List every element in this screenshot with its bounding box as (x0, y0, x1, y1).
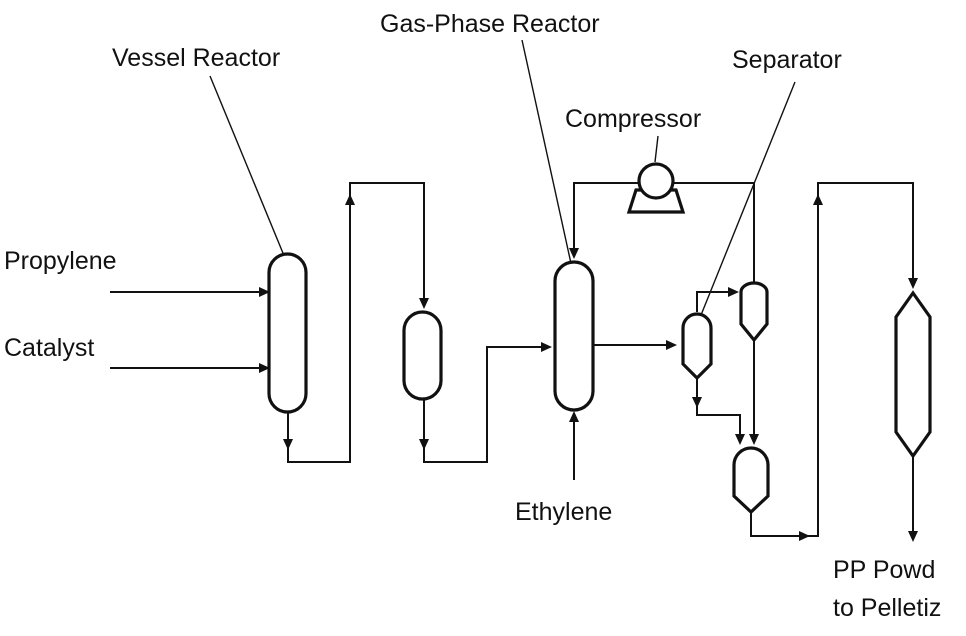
cyclone-down-arrow (749, 434, 759, 445)
cyclone-inlet-arrow (728, 287, 739, 297)
purge-vessel (894, 290, 932, 459)
gas-phase-reactor-label: Gas-Phase Reactor (380, 10, 600, 38)
product-label-line2: to Pelletiz (833, 594, 942, 622)
purge-inlet-arrow (908, 278, 918, 289)
gas-phase-reactor (553, 260, 595, 412)
compressor-body (637, 162, 675, 200)
cyclone-vessel (739, 281, 769, 343)
gas-reactor-inlet-arrow (541, 342, 552, 352)
hopper-inlet-arrow (735, 434, 745, 445)
separator-label: Separator (732, 46, 842, 74)
vessel-reactor-leader (209, 75, 286, 259)
hopper-vessel (732, 446, 770, 515)
gas-phase-reactor-leader (521, 39, 573, 269)
separator-bottom-line (696, 378, 741, 438)
separator-down-arrow (692, 397, 702, 408)
product-outlet-arrow (908, 531, 918, 542)
catalyst-feed-arrow (259, 363, 270, 373)
reactor2-inlet-arrow (419, 298, 429, 309)
catalyst-label: Catalyst (4, 334, 95, 362)
reactor2-down-arrow (419, 439, 429, 450)
reactor1-down-arrow (283, 439, 293, 450)
compressor-leader (654, 135, 659, 163)
propylene-label: Propylene (4, 247, 117, 275)
vessel-reactor-1 (267, 252, 308, 414)
compressor-icon (626, 162, 686, 214)
vessel-reactor-label: Vessel Reactor (112, 44, 281, 72)
product-label-line1: PP Powd (833, 556, 936, 584)
separator-vessel (681, 312, 713, 381)
propylene-feed-arrow (259, 287, 270, 297)
separator-leader (696, 81, 796, 326)
riser1-up-arrow (345, 194, 355, 205)
riser2-up-arrow (813, 194, 823, 205)
ethylene-feed-arrow (569, 411, 579, 422)
compressor-label: Compressor (565, 105, 702, 133)
recycle-return-arrow (569, 248, 579, 259)
ethylene-label: Ethylene (515, 498, 613, 526)
hopper-out-arrow (799, 531, 810, 541)
reactor1-outlet-line (287, 182, 425, 463)
separator-overhead-line (696, 291, 732, 312)
separator-inlet-arrow (666, 340, 677, 350)
vessel-reactor-2 (402, 310, 443, 401)
hopper-outlet-line (750, 182, 914, 537)
